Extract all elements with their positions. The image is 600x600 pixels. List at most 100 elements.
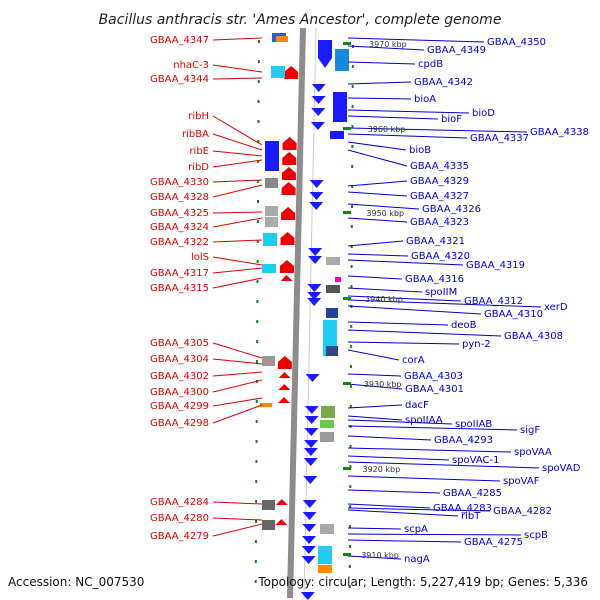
red-gene-arrow [280, 232, 295, 245]
tick-mark [351, 145, 354, 148]
tick-mark [256, 220, 259, 223]
tick-mark [256, 240, 259, 243]
tick-mark [254, 560, 257, 563]
left-leader-line [212, 115, 263, 146]
left-leader-line [212, 179, 263, 183]
red-gene-arrow [282, 152, 297, 165]
tick-mark [257, 80, 260, 83]
left-gene-label: lolS [191, 252, 209, 263]
left-gene-label: GBAA_4330 [150, 177, 209, 188]
kbp-tick [343, 553, 351, 556]
right-leader-line [347, 321, 449, 326]
gray-gene-box [265, 178, 278, 188]
tick-mark [256, 340, 259, 343]
right-gene-label: nagA [404, 554, 430, 565]
right-gene-label: spoVAF [503, 476, 540, 487]
left-gene-label: ribE [189, 146, 209, 157]
blue-gene-arrow [318, 40, 332, 68]
blue-gene-arrow [305, 374, 320, 382]
right-gene-label: GBAA_4327 [410, 191, 469, 202]
right-gene-label: GBAA_4283 [433, 503, 492, 514]
right-leader-line [347, 404, 403, 409]
right-gene-label: scpA [404, 524, 428, 535]
tick-mark [257, 160, 260, 163]
tick-mark [255, 500, 258, 503]
right-leader-line [347, 45, 425, 51]
kbp-tick [343, 382, 351, 385]
kbp-label: 3950 kbp [366, 209, 404, 218]
red-gene-arrow [284, 66, 299, 79]
left-leader-line [212, 217, 263, 228]
tick-mark [254, 580, 257, 583]
tick-mark [351, 125, 354, 128]
right-gene-label: GBAA_4342 [414, 77, 473, 88]
red-gene-arrow [275, 519, 288, 525]
right-gene-label: GBAA_4349 [427, 45, 486, 56]
blue-gene-arrow [309, 180, 324, 188]
backbone-line [287, 27, 306, 599]
left-leader-line [212, 64, 263, 73]
right-leader-line [347, 425, 518, 431]
right-leader-line [347, 240, 404, 247]
right-gene-label: cpdB [418, 59, 443, 70]
right-gene-label: bioD [472, 108, 495, 119]
right-gene-label: GBAA_4285 [443, 488, 502, 499]
left-gene-label: GBAA_4317 [150, 268, 209, 279]
right-gene-box [321, 406, 335, 418]
right-gene-label: GBAA_4337 [470, 133, 529, 144]
gene-features [260, 33, 349, 600]
tick-mark [257, 60, 260, 63]
blue-gene-arrow [308, 248, 323, 256]
left-leader-line [212, 397, 263, 407]
tick-mark [349, 505, 352, 508]
tick-mark [350, 265, 353, 268]
right-gene-label: bioF [441, 114, 462, 125]
tick-mark [257, 40, 260, 43]
right-leader-line [347, 203, 420, 210]
tick-mark [255, 520, 258, 523]
kbp-label: 3970 kbp [369, 40, 407, 49]
right-leader-line [347, 259, 464, 266]
cyan-gene-box [263, 233, 277, 246]
left-leader-line [212, 342, 263, 359]
blue-gene-arrow [310, 122, 325, 130]
right-leader-line [347, 533, 522, 536]
blue-gene-arrow [304, 406, 319, 414]
tick-mark [349, 405, 352, 408]
right-leader-line [347, 61, 416, 65]
tick-mark [257, 140, 260, 143]
left-leader-line [212, 404, 263, 424]
tick-mark [256, 360, 259, 363]
right-leader-line [347, 447, 512, 453]
label-leader-lines [212, 37, 542, 560]
blue-gene-arrow [304, 440, 319, 448]
gray-gene-box [265, 206, 278, 216]
right-leader-line [347, 349, 400, 361]
tick-mark [350, 225, 353, 228]
cyan-gene-box [271, 66, 285, 78]
right-gene-label: spoIIM [425, 287, 457, 298]
tick-mark [257, 100, 260, 103]
tick-mark [256, 280, 259, 283]
blue-gene-box [265, 141, 279, 171]
blue-gene-arrow [309, 192, 324, 200]
right-gene-label: pyn-2 [462, 339, 491, 350]
left-gene-label: GBAA_4279 [150, 531, 209, 542]
kbp-tick [343, 297, 351, 300]
left-leader-line [212, 501, 263, 505]
left-gene-label: GBAA_4328 [150, 192, 209, 203]
left-leader-line [212, 358, 263, 365]
left-leader-line [212, 517, 263, 521]
right-leader-line [347, 115, 439, 120]
right-leader-line [347, 305, 482, 315]
left-gene-labels: GBAA_4347nhaC-3GBAA_4344ribHribBAribErib… [150, 35, 209, 542]
left-leader-line [212, 159, 263, 168]
right-leader-line [347, 555, 402, 560]
right-gene-label: GBAA_4282 [493, 506, 552, 517]
right-leader-line [347, 191, 408, 197]
red-gene-arrow [281, 207, 296, 220]
left-gene-label: GBAA_4302 [150, 371, 209, 382]
blue-gene-arrow [303, 458, 318, 466]
tick-mark [349, 385, 352, 388]
tick-mark [351, 165, 354, 168]
